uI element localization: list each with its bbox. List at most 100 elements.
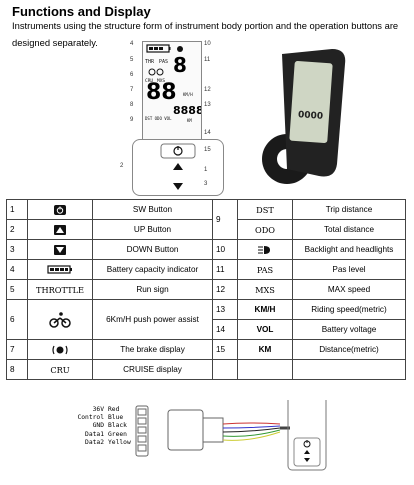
table-row: 7 The brake display 15 KM Distance(metri… xyxy=(6,339,406,360)
row-name: SW Button xyxy=(92,199,213,220)
lcd-diagram: 8 88 8888 THR PAS CRU MXS KM/H DST ODO V… xyxy=(110,35,250,200)
signal-gnd: GND xyxy=(92,422,104,430)
row-num2: 10 xyxy=(212,239,238,260)
color-green: Green xyxy=(108,430,127,438)
table-row: 3 DOWN Button 10 Backlight and headlight… xyxy=(6,239,406,260)
callout-10: 10 xyxy=(204,41,211,47)
row-desc: MAX speed xyxy=(292,279,406,300)
cable-drawing xyxy=(135,359,327,471)
down-triangle-icon xyxy=(27,239,93,260)
color-blue: Blue xyxy=(108,414,124,422)
callout-1: 1 xyxy=(204,167,208,173)
row-name: CRUISE display xyxy=(92,359,213,380)
row-name: The brake display xyxy=(92,339,213,360)
description: Instruments using the structure form of … xyxy=(12,20,399,48)
signal-data2: Data2 xyxy=(85,438,104,446)
row-symbol: VOL xyxy=(237,319,293,340)
row-symbol xyxy=(237,359,293,380)
callout-6: 6 xyxy=(130,72,134,78)
row-symbol: PAS xyxy=(237,259,293,280)
callout-9: 9 xyxy=(130,117,134,123)
row-desc xyxy=(292,359,406,380)
row-num2: 13 xyxy=(212,299,238,320)
row-num: 2 xyxy=(6,219,28,240)
row-desc: Total distance xyxy=(292,219,406,240)
row-num2: 9 xyxy=(212,199,238,240)
signal-data1: Data1 xyxy=(85,430,104,438)
lcd-layout: 8 88 8888 THR PAS CRU MXS KM/H DST ODO V… xyxy=(142,41,204,143)
svg-text:88: 88 xyxy=(146,80,177,105)
lcd-mxs: MXS xyxy=(157,79,166,84)
row-symbol: DST xyxy=(237,199,293,220)
lcd-kmh: KM/H xyxy=(183,92,193,97)
table-row: 6 6Km/H push power assist 13 KM/H Riding… xyxy=(6,299,406,340)
wire-color-labels: Red Blue Black Green Yellow xyxy=(108,406,131,447)
callout-4: 4 xyxy=(130,41,134,47)
row-desc: Trip distance xyxy=(292,199,406,220)
brake-icon xyxy=(27,339,93,360)
row-symbol: KM/H xyxy=(237,299,293,320)
lcd-thr: THR xyxy=(145,59,155,65)
table-row: 5 THROTTLE Run sign 12 MXS MAX speed xyxy=(6,279,406,300)
callout-11: 11 xyxy=(204,57,211,63)
callout-7: 7 xyxy=(130,87,134,93)
signal-control: Control xyxy=(77,414,104,422)
svg-text:8888: 8888 xyxy=(173,104,201,117)
row-symbol: ODO xyxy=(237,219,293,240)
button-panel xyxy=(132,139,224,196)
power-icon xyxy=(27,199,93,220)
callout-2: 2 xyxy=(120,163,124,169)
row-num2: 15 xyxy=(212,339,238,360)
row-num2 xyxy=(212,359,238,380)
table-row: 14 VOL Battery voltage xyxy=(7,319,406,340)
throttle-label: THROTTLE xyxy=(27,279,93,300)
callout-12: 12 xyxy=(204,87,211,93)
table-row: 8 CRU CRUISE display xyxy=(6,359,406,380)
page-title: Functions and Display xyxy=(12,4,151,19)
color-black: Black xyxy=(108,422,127,430)
headlight-icon xyxy=(237,239,293,260)
row-num: 5 xyxy=(6,279,28,300)
lcd-km: KM xyxy=(187,118,192,123)
lcd-cru: CRU xyxy=(145,79,154,84)
callout-3: 3 xyxy=(204,181,208,187)
row-name: DOWN Button xyxy=(92,239,213,260)
function-table: 1 SW Button 9 DST Trip distance 2 UP But… xyxy=(6,199,406,380)
callout-5: 5 xyxy=(130,57,134,63)
table-row: 4 Battery capacity indicator 11 PAS Pas … xyxy=(6,259,406,280)
row-num2: 14 xyxy=(212,319,238,340)
row-num2: 11 xyxy=(212,259,238,280)
row-num: 1 xyxy=(6,199,28,220)
callout-13: 13 xyxy=(204,102,211,108)
svg-text:8: 8 xyxy=(173,53,187,77)
callout-14: 14 xyxy=(204,130,211,136)
row-name: Run sign xyxy=(92,279,213,300)
row-name: 6Km/H push power assist xyxy=(92,299,213,340)
row-num: 8 xyxy=(6,359,28,380)
table-row: 1 SW Button 9 DST Trip distance xyxy=(6,199,406,240)
row-desc: Backlight and headlights xyxy=(292,239,406,260)
panel-buttons xyxy=(160,143,196,190)
row-desc: Pas level xyxy=(292,259,406,280)
row-symbol: MXS xyxy=(237,279,293,300)
row-name: Battery capacity indicator xyxy=(92,259,213,280)
row-num: 6 xyxy=(6,299,28,340)
row-name: UP Button xyxy=(92,219,213,240)
table-row: 2 UP Button ODO Total distance xyxy=(6,219,406,240)
color-red: Red xyxy=(108,406,120,413)
lcd-pas: PAS xyxy=(159,59,169,65)
device-drawing: 0000 xyxy=(262,49,346,184)
color-yellow: Yellow xyxy=(108,438,131,446)
row-num2: 12 xyxy=(212,279,238,300)
device-photo: 0000 xyxy=(257,44,352,194)
row-desc: Distance(metric) xyxy=(292,339,406,360)
row-num: 3 xyxy=(6,239,28,260)
device-screen-digits: 0000 xyxy=(298,110,324,122)
lcd-dst: DST ODO VOL xyxy=(145,116,172,121)
row-symbol: KM xyxy=(237,339,293,360)
row-desc: Battery voltage xyxy=(292,319,406,340)
signal-36v: 36V xyxy=(92,406,104,413)
signal-labels: 36V Control GND Data1 Data2 xyxy=(64,406,104,447)
row-desc: Riding speed(metric) xyxy=(292,299,406,320)
bike-icon xyxy=(27,299,93,340)
